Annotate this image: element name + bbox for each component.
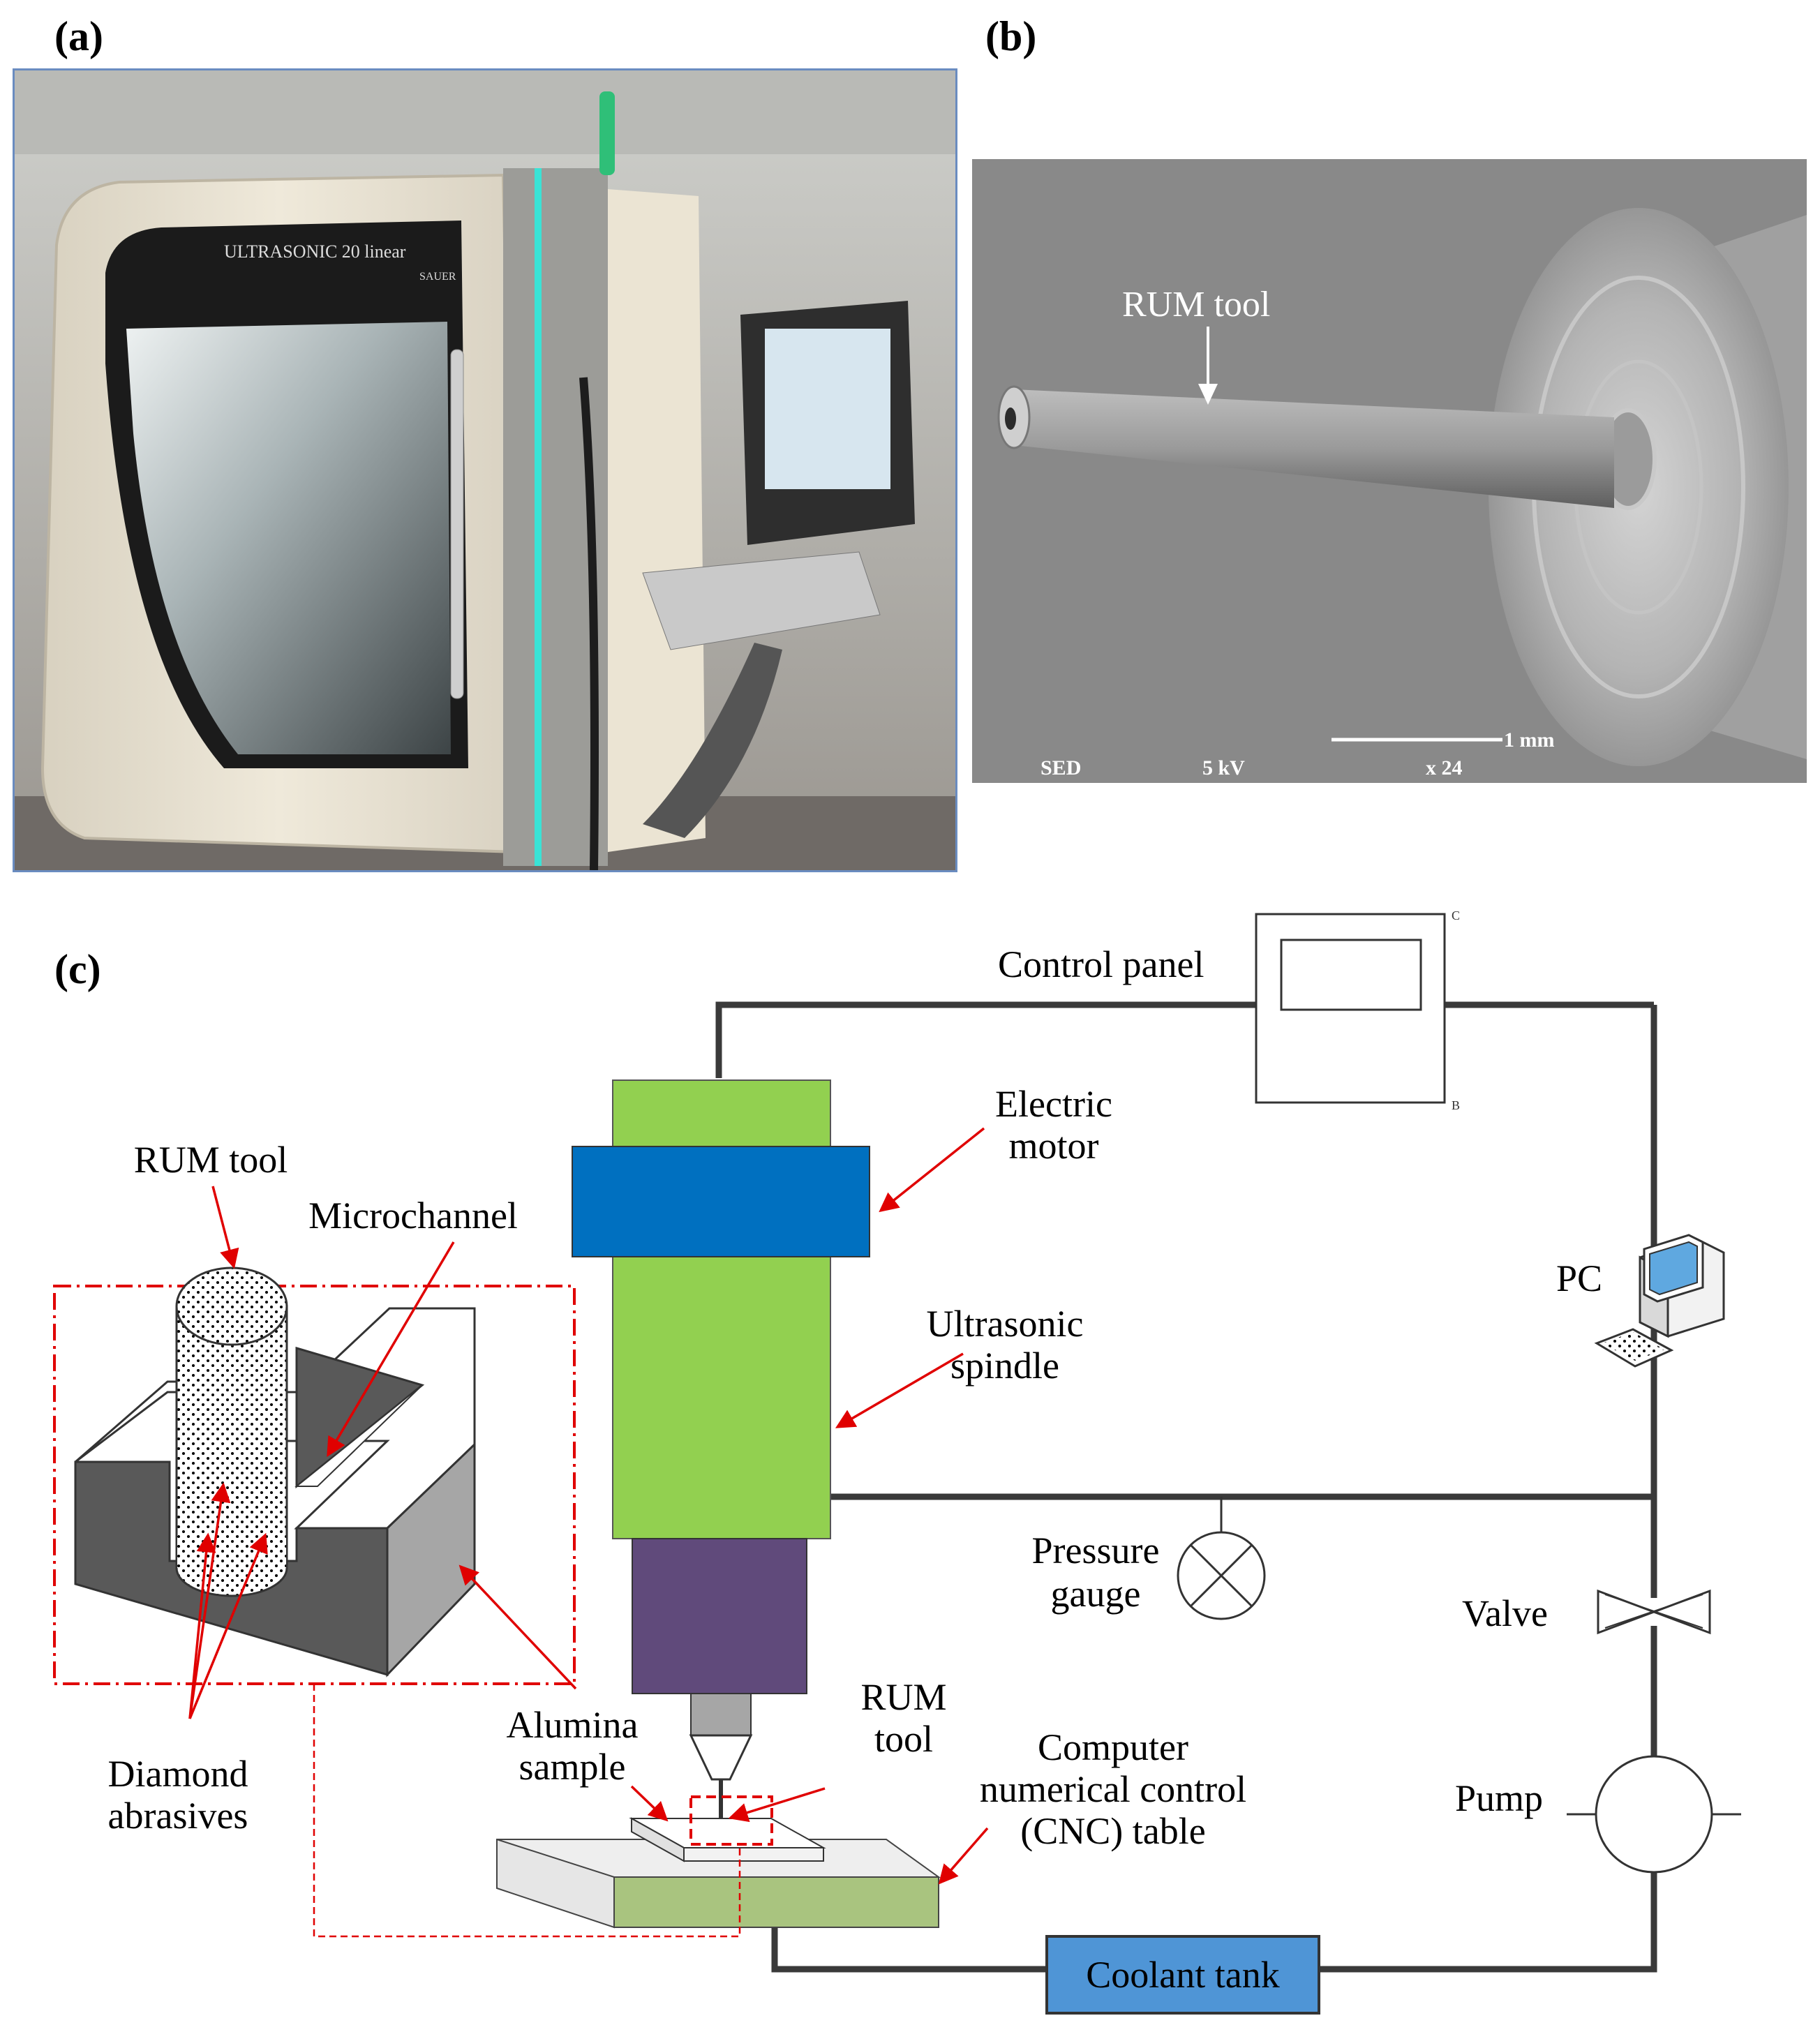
electric-motor-label-line1: Electric bbox=[995, 1083, 1112, 1125]
control-panel-corner-top: C bbox=[1452, 909, 1460, 922]
tool-holder bbox=[632, 1538, 807, 1694]
panel-b-label: (b) bbox=[985, 13, 1037, 59]
machine-photo-drawing: ULTRASONIC 20 linear SAUER bbox=[15, 70, 955, 870]
diamond-abrasives-label-line1: Diamond bbox=[108, 1753, 248, 1795]
pump-symbol bbox=[1567, 1755, 1741, 1874]
coolant-tank bbox=[1045, 1935, 1320, 2015]
machine-maker: SAUER bbox=[419, 271, 456, 283]
sem-info-sed: SED bbox=[1040, 756, 1081, 779]
ultrasonic-spindle-label-line1: Ultrasonic bbox=[927, 1303, 1084, 1345]
annotation-arrows bbox=[188, 1127, 989, 1885]
inset-frame bbox=[53, 1285, 576, 1685]
sem-drawing: RUM tool 1 mm SED 5 kV x 24 bbox=[972, 159, 1807, 783]
machine-photo: ULTRASONIC 20 linear SAUER bbox=[13, 68, 957, 872]
cnc-table-label-line2: numerical control bbox=[980, 1768, 1246, 1810]
alumina-sample-label-line1: Alumina bbox=[507, 1704, 639, 1746]
cnc-table-label-line1: Computer bbox=[1038, 1726, 1188, 1768]
panel-a-label: (a) bbox=[54, 13, 103, 59]
pump-label: Pump bbox=[1455, 1777, 1543, 1819]
zoom-connector bbox=[313, 1684, 741, 1938]
cnc-table-label-line3: (CNC) table bbox=[1020, 1810, 1205, 1852]
sem-tool-label: RUM tool bbox=[1122, 285, 1270, 324]
rum-tool-label-line2: tool bbox=[874, 1718, 933, 1760]
alumina-sample-label-line2: sample bbox=[519, 1746, 626, 1788]
control-panel-corner-bottom: B bbox=[1452, 1098, 1460, 1112]
electric-motor-band bbox=[572, 1146, 870, 1257]
sem-info-kv: 5 kV bbox=[1202, 756, 1245, 779]
alumina-sample bbox=[629, 1817, 826, 1862]
diamond-abrasives-label-line2: abrasives bbox=[108, 1795, 248, 1837]
zoom-box-small bbox=[689, 1795, 773, 1846]
spindle-assembly bbox=[572, 1079, 870, 1832]
sem-info-mag: x 24 bbox=[1426, 756, 1463, 779]
ultrasonic-spindle-label-line2: spindle bbox=[950, 1345, 1059, 1387]
electric-motor-label-line2: motor bbox=[1009, 1125, 1099, 1167]
collet bbox=[690, 1693, 752, 1736]
coolant-tank-label: Coolant tank bbox=[1086, 1954, 1279, 1996]
nozzle bbox=[689, 1734, 753, 1781]
pressure-gauge-symbol bbox=[1177, 1497, 1266, 1620]
microchannel-label: Microchannel bbox=[308, 1195, 518, 1236]
pc-icon bbox=[1594, 1234, 1725, 1368]
pressure-gauge-label-line1: Pressure bbox=[1032, 1530, 1160, 1571]
control-panel-label: Control panel bbox=[998, 943, 1204, 985]
inset-tool-cylinder bbox=[175, 1266, 288, 1597]
valve-symbol bbox=[1597, 1589, 1711, 1635]
sem-scale-text: 1 mm bbox=[1504, 728, 1554, 752]
pressure-gauge-label-line2: gauge bbox=[1051, 1573, 1141, 1615]
sem-image: RUM tool 1 mm SED 5 kV x 24 bbox=[972, 159, 1807, 783]
inset-rum-tool-label: RUM tool bbox=[134, 1139, 288, 1181]
machine-brand: ULTRASONIC 20 linear bbox=[224, 241, 406, 262]
rum-tool-label-line1: RUM bbox=[860, 1676, 946, 1718]
pc-label: PC bbox=[1556, 1257, 1602, 1299]
control-panel-box: C B bbox=[1255, 909, 1460, 1112]
valve-label: Valve bbox=[1462, 1592, 1548, 1634]
panel-c-label: (c) bbox=[54, 946, 101, 992]
